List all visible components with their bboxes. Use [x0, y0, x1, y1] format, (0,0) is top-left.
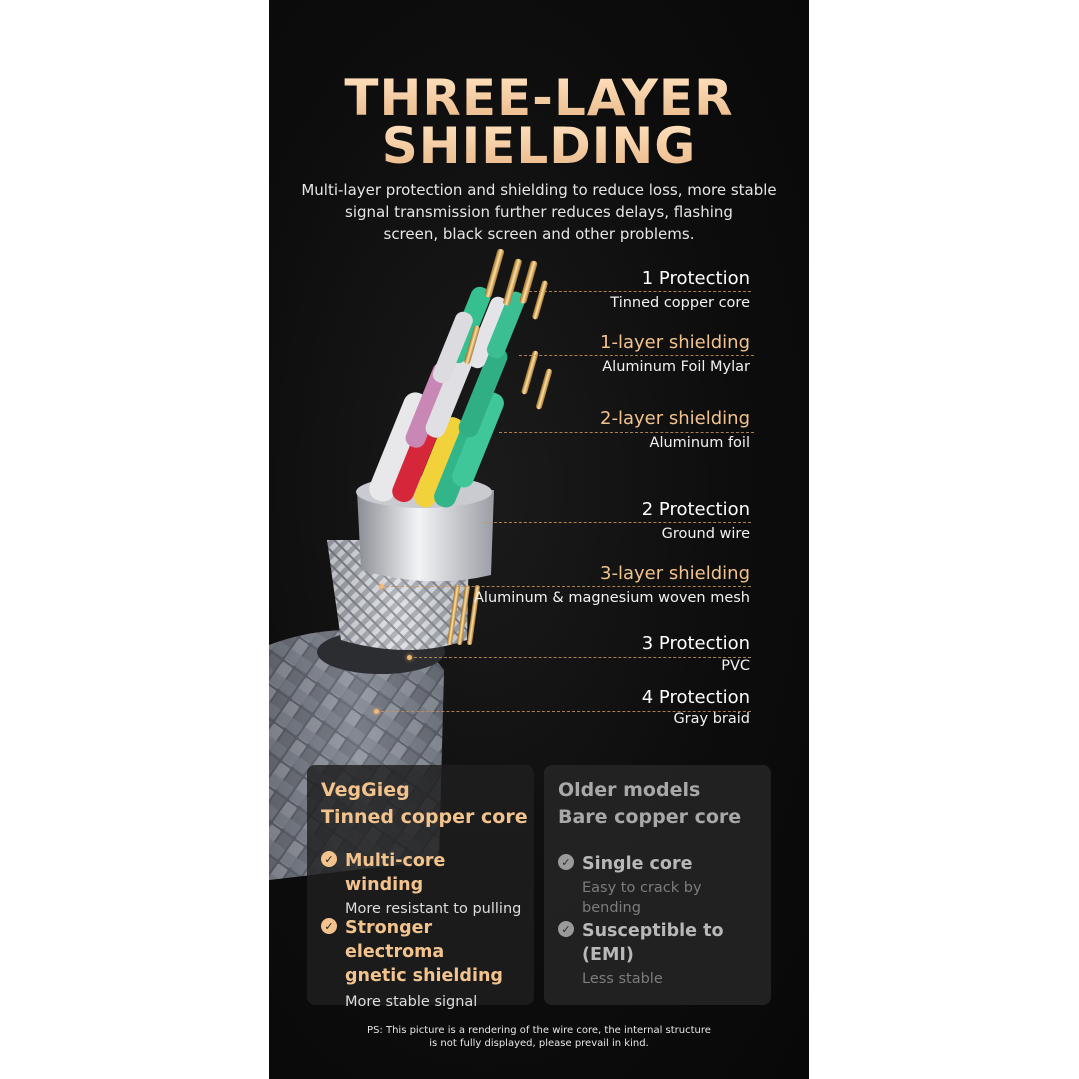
card-title: VegGieg Tinned copper core [321, 777, 528, 831]
feature-item-single-core: ✓ Single core Easy to crack by bending [558, 852, 765, 918]
label-1-layer-shielding: 1-layer shielding Aluminum Foil Mylar [600, 332, 750, 377]
feature-heading: Multi-core winding [345, 851, 446, 895]
subtitle: Multi-layer protection and shielding to … [289, 179, 789, 245]
label-sub: Gray braid [673, 711, 750, 727]
label-heading: 2 Protection [641, 499, 750, 520]
feature-heading: Susceptible to (EMI) [582, 921, 724, 965]
marker-dot-braid [374, 709, 379, 714]
label-heading: 2-layer shielding [600, 408, 750, 429]
subtitle-line-2: signal transmission further reduces dela… [345, 203, 733, 221]
feature-heading: Single core [582, 854, 693, 874]
card-title-line-1: VegGieg [321, 779, 410, 801]
label-sub: Aluminum Foil Mylar [602, 359, 750, 375]
subtitle-line-3: screen, black screen and other problems. [383, 225, 695, 243]
label-heading: 3 Protection [641, 633, 750, 654]
check-circle-icon: ✓ [558, 854, 574, 870]
label-heading: 1 Protection [641, 268, 750, 289]
label-2-protection: 2 Protection Ground wire [642, 499, 750, 544]
check-circle-icon: ✓ [321, 918, 337, 934]
label-sub: Aluminum foil [649, 435, 750, 451]
marker-dot-mesh [379, 584, 384, 589]
label-3-layer-shielding: 3-layer shielding Aluminum & magnesium w… [474, 563, 750, 608]
leader-line-5 [381, 586, 751, 587]
leader-line-7 [376, 711, 751, 712]
label-heading: 1-layer shielding [600, 332, 750, 353]
label-sub: Aluminum & magnesium woven mesh [474, 590, 750, 606]
footnote: PS: This picture is a rendering of the w… [269, 1024, 809, 1050]
card-title-line-1: Older models [558, 779, 701, 801]
check-circle-icon: ✓ [321, 851, 337, 867]
label-sub: Ground wire [661, 526, 750, 542]
footnote-line-1: PS: This picture is a rendering of the w… [367, 1025, 711, 1036]
footnote-line-2: is not fully displayed, please prevail i… [429, 1038, 649, 1049]
feature-item-emi: ✓ Susceptible to (EMI) Less stable [558, 919, 765, 989]
card-title-line-2: Bare copper core [558, 806, 742, 828]
comparison-card-veggieg: VegGieg Tinned copper core ✓ Multi-core … [307, 765, 534, 1010]
comparison-card-older-models: Older models Bare copper core ✓ Single c… [544, 765, 771, 1005]
feature-sub: More resistant to pulling [345, 901, 522, 917]
leader-line-2 [519, 355, 754, 356]
leader-line-1 [529, 291, 751, 292]
feature-item-multi-core: ✓ Multi-core winding More resistant to p… [321, 849, 528, 919]
label-3-protection: 3 Protection PVC [642, 633, 750, 676]
label-heading: 3-layer shielding [600, 563, 750, 584]
marker-dot-pvc [407, 655, 412, 660]
label-sub: Tinned copper core [610, 295, 750, 311]
leader-line-3 [499, 432, 754, 433]
product-infographic: THREE-LAYER SHIELDING Multi-layer protec… [269, 0, 809, 1079]
label-heading: 4 Protection [641, 687, 750, 708]
feature-heading-line-2: gnetic shielding [345, 966, 503, 986]
label-2-layer-shielding: 2-layer shielding Aluminum foil [600, 408, 750, 453]
feature-sub: Easy to crack by bending [582, 880, 702, 916]
title-line-2: SHIELDING [269, 120, 809, 172]
feature-sub: More stable signal [345, 994, 478, 1010]
leader-line-4 [484, 522, 751, 523]
label-4-protection: 4 Protection Gray braid [642, 687, 750, 729]
cable-cross-section-illustration [269, 248, 552, 880]
feature-item-emi-shielding: ✓ Stronger electroma gnetic shielding Mo… [321, 916, 528, 1012]
subtitle-line-1: Multi-layer protection and shielding to … [301, 181, 777, 199]
check-circle-icon: ✓ [558, 921, 574, 937]
card-title: Older models Bare copper core [558, 777, 741, 831]
leader-line-6 [409, 657, 751, 658]
label-sub: PVC [721, 658, 750, 674]
card-title-line-2: Tinned copper core [321, 806, 528, 828]
feature-heading-line-1: Stronger electroma [345, 918, 445, 962]
label-1-protection: 1 Protection Tinned copper core [610, 268, 750, 313]
title-line-1: THREE-LAYER [269, 72, 809, 124]
feature-sub: Less stable [582, 971, 663, 987]
